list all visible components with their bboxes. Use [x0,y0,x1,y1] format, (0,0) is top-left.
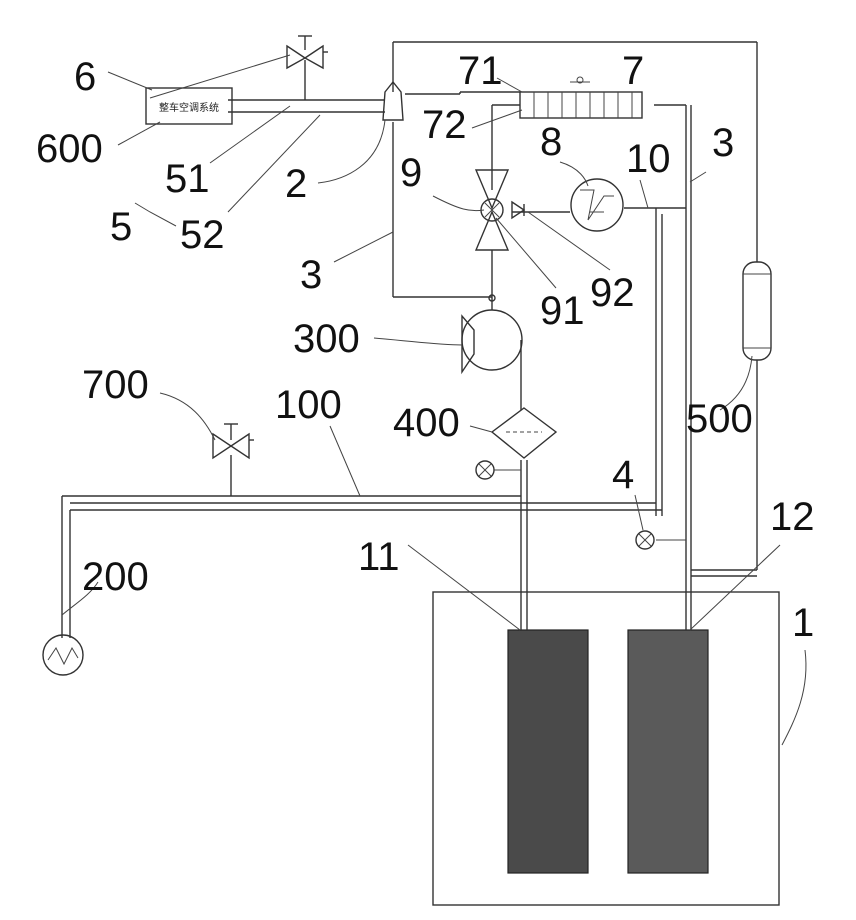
valve-700 [213,424,254,458]
label-1: 1 [792,601,814,645]
label-600: 600 [36,127,103,171]
label-8: 8 [540,120,562,164]
label-51: 51 [165,157,210,201]
label-2: 2 [285,162,307,206]
label-71: 71 [458,49,503,93]
label-72: 72 [422,103,467,147]
stack-plate-12 [628,630,708,873]
label-4: 4 [612,453,634,497]
label-7: 7 [622,49,644,93]
label-5: 5 [110,205,132,249]
coolant-pipes [62,42,757,638]
label-91: 91 [540,289,585,333]
label-12: 12 [770,495,815,539]
filter-400 [492,408,556,458]
valve-above-pipe-5 [287,36,328,68]
label-500: 500 [686,397,753,441]
heater-200 [43,635,83,675]
sensor-near-filter [476,461,494,479]
label-10: 10 [626,137,671,181]
fuel-cell-stack-1 [433,592,806,905]
label-3-left: 3 [300,253,322,297]
label-6: 6 [74,55,96,99]
sensor-4 [636,531,654,549]
label-200: 200 [82,555,149,599]
heater-8 [571,179,623,231]
label-400: 400 [393,401,460,445]
leader-lines [62,55,780,630]
label-92: 92 [590,271,635,315]
label-700: 700 [82,363,149,407]
stack-plate-11 [508,630,588,873]
label-11: 11 [358,535,400,579]
vehicle-ac-system-600: 整车空调系统 [146,88,232,124]
label-300: 300 [293,317,360,361]
label-52: 52 [180,213,225,257]
label-3-right: 3 [712,121,734,165]
label-100: 100 [275,383,342,427]
expansion-tank-500 [743,262,771,360]
label-9: 9 [400,151,422,195]
ac-system-text: 整车空调系统 [159,101,219,114]
reference-labels: 6 600 51 5 52 2 71 7 72 8 10 3 9 3 91 92… [36,49,815,645]
